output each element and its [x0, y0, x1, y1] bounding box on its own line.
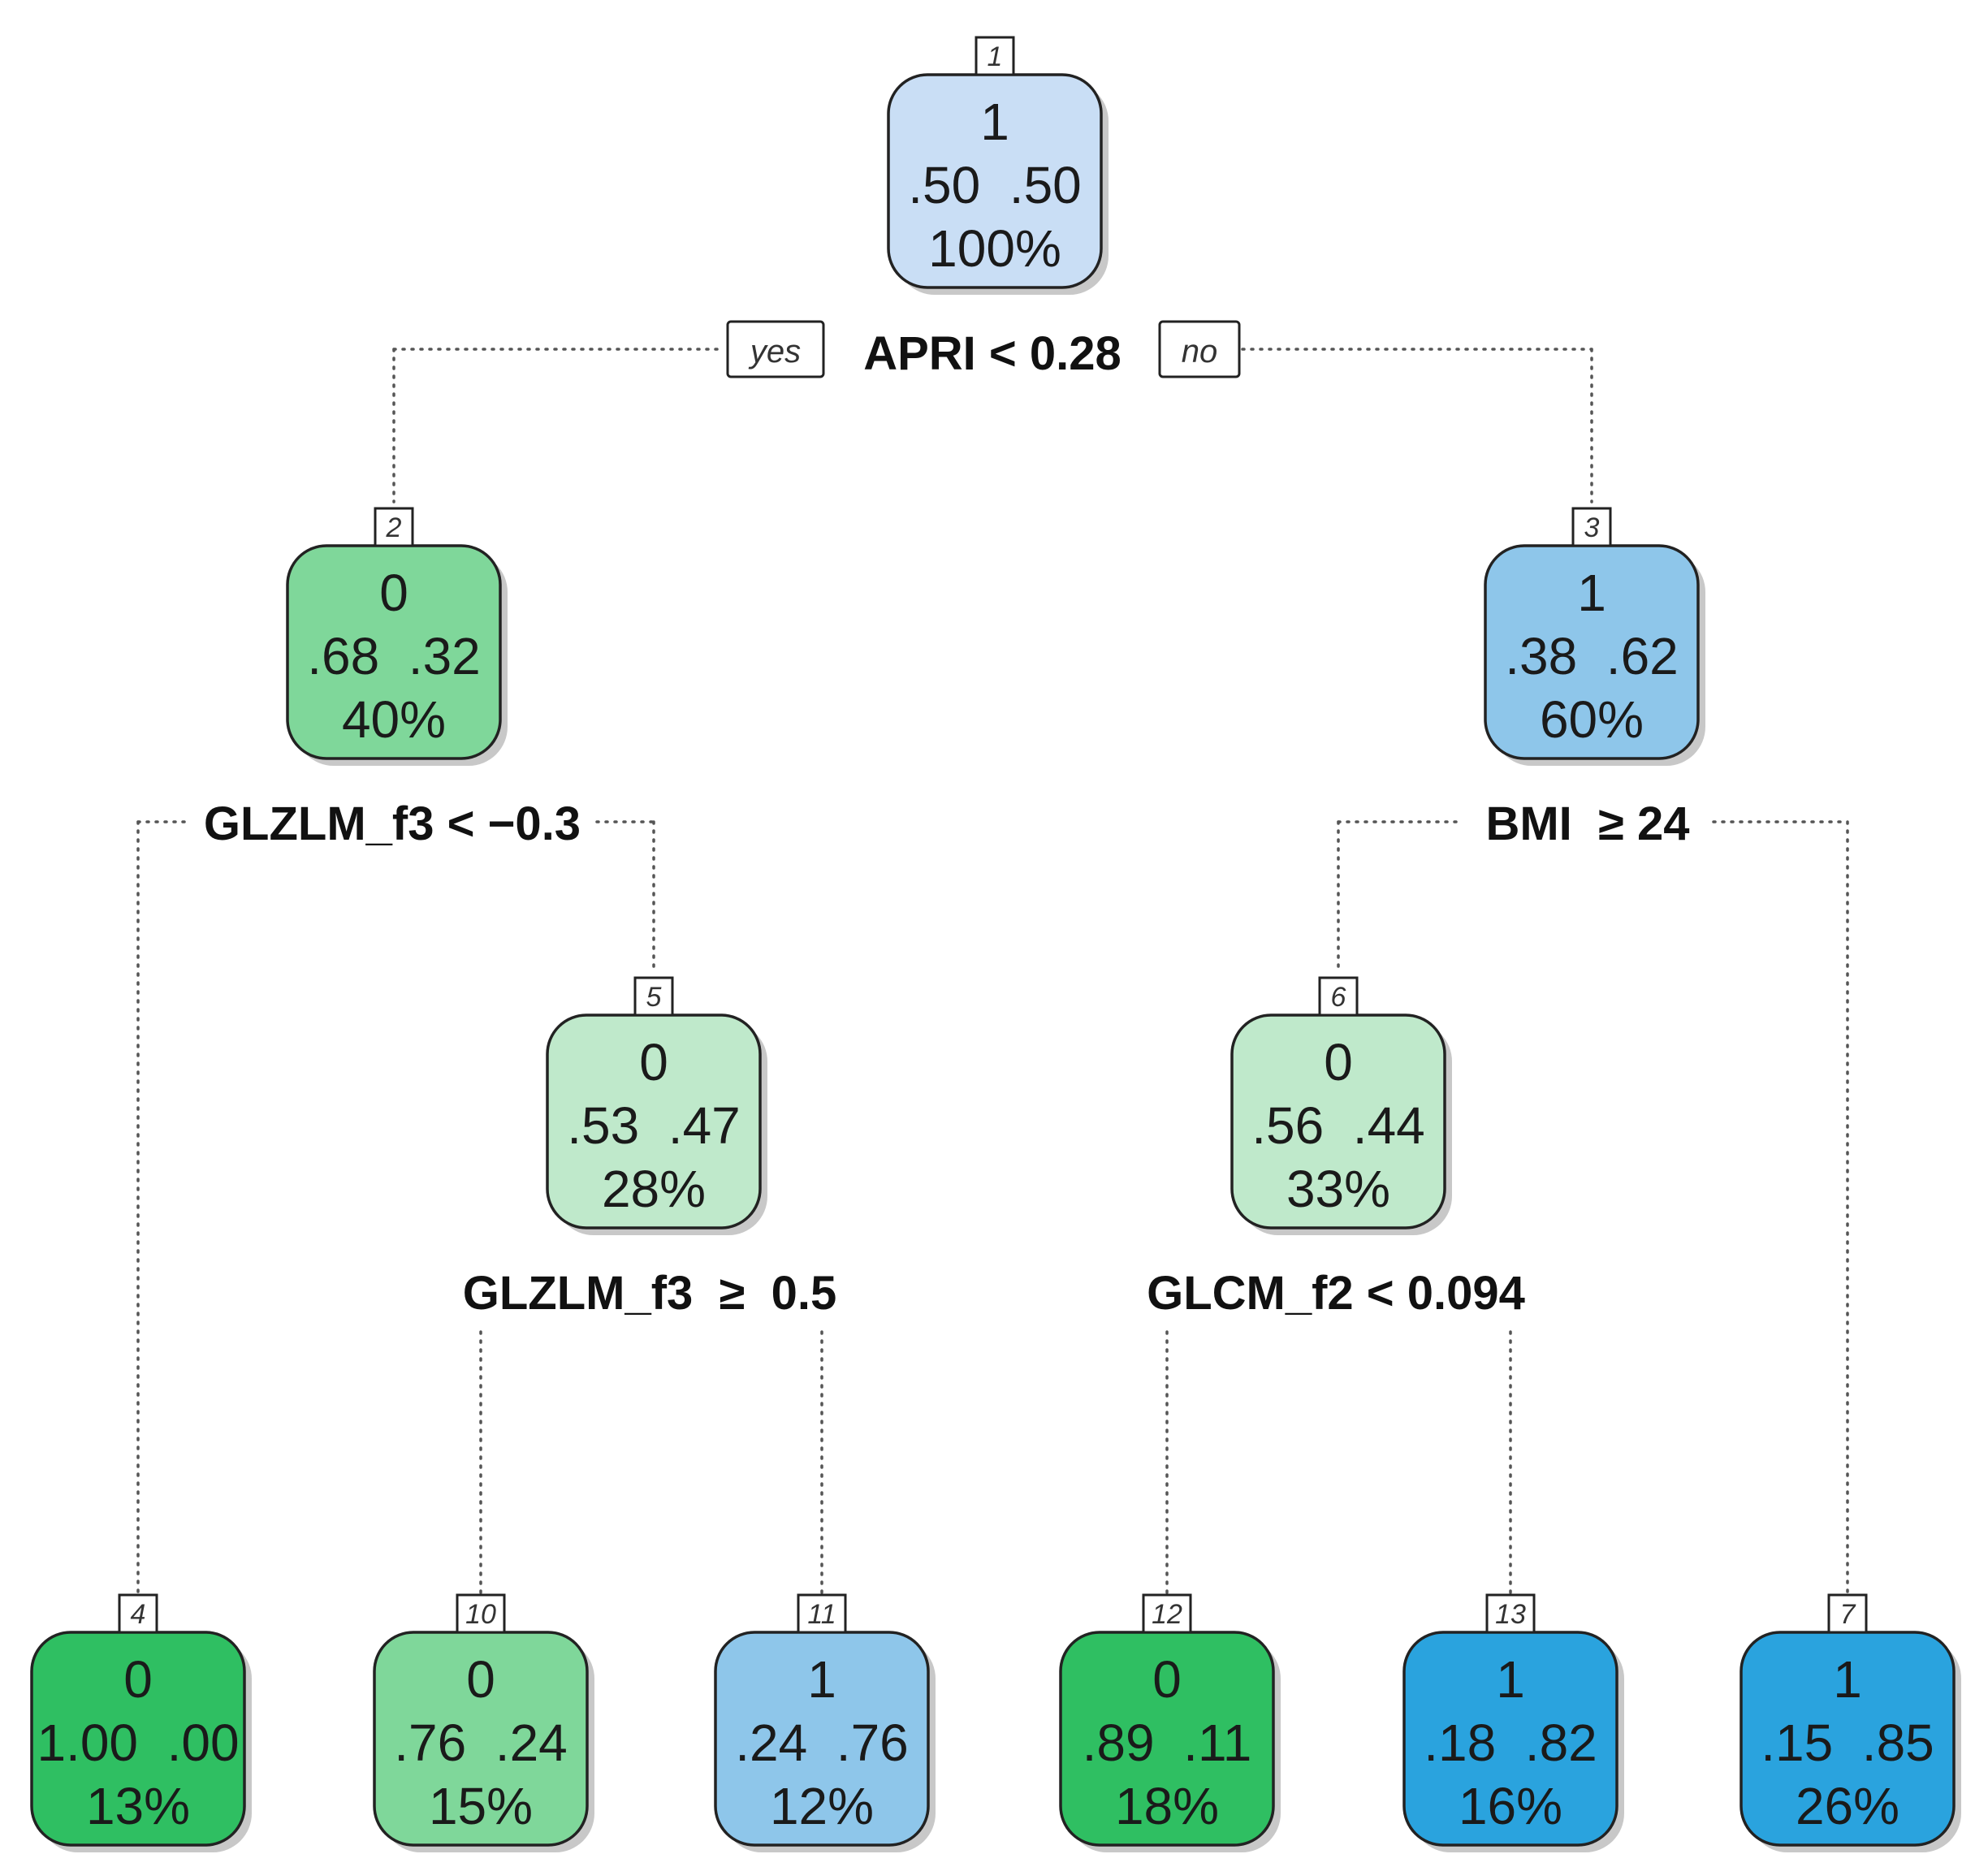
- node-id-label: 5: [646, 982, 662, 1013]
- node-percentage: 18%: [1115, 1777, 1219, 1835]
- node-class-probabilities: .53 .47: [567, 1096, 741, 1155]
- node-id-box: [1142, 1593, 1192, 1634]
- node-id-label: 7: [1840, 1599, 1856, 1630]
- tree-edges: [136, 348, 1849, 1595]
- node-id-label: 12: [1152, 1599, 1182, 1630]
- node-id-label: 4: [131, 1599, 146, 1630]
- node-class-probabilities: .18 .82: [1424, 1714, 1597, 1772]
- node-predicted-class: 0: [379, 564, 408, 622]
- node-class-probabilities: .24 .76: [735, 1714, 909, 1772]
- node-predicted-class: 1: [980, 93, 1009, 151]
- node-predicted-class: 0: [1152, 1650, 1182, 1709]
- node-predicted-class: 1: [807, 1650, 836, 1709]
- node-percentage: 15%: [429, 1777, 533, 1835]
- node-id-box: [1571, 507, 1612, 547]
- node-id-label: 3: [1584, 512, 1600, 543]
- node-id-label: 10: [465, 1599, 496, 1630]
- node-predicted-class: 1: [1833, 1650, 1862, 1709]
- node-class-probabilities: .38 .62: [1505, 627, 1679, 685]
- node-id-box: [1318, 976, 1359, 1017]
- branch-label-yes: yes: [726, 320, 825, 378]
- node-id-label: 11: [807, 1599, 836, 1630]
- split-label-node-5: GLZLM_f3 ≥ 0.5: [463, 1267, 836, 1320]
- split-label-node-3: BMI ≥ 24: [1485, 797, 1689, 850]
- node-id-box: [456, 1593, 506, 1634]
- node-id-label: 13: [1495, 1599, 1526, 1630]
- branch-label-no-text: no: [1182, 334, 1218, 370]
- node-percentage: 28%: [602, 1160, 706, 1218]
- node-percentage: 12%: [770, 1777, 874, 1835]
- node-class-probabilities: 1.00 .00: [37, 1714, 239, 1772]
- node-predicted-class: 0: [466, 1650, 495, 1709]
- branch-label-yes-text: yes: [748, 334, 801, 370]
- node-predicted-class: 0: [123, 1650, 153, 1709]
- node-class-probabilities: .76 .24: [394, 1714, 568, 1772]
- split-label-node-1: APRI < 0.28: [863, 327, 1121, 380]
- split-label-node-2: GLZLM_f3 < −0.3: [204, 797, 581, 850]
- node-percentage: 33%: [1286, 1160, 1390, 1218]
- node-percentage: 16%: [1459, 1777, 1562, 1835]
- node-percentage: 100%: [928, 219, 1061, 278]
- node-id-label: 1: [988, 41, 1003, 72]
- node-class-probabilities: .89 .11: [1083, 1714, 1252, 1772]
- node-predicted-class: 1: [1496, 1650, 1525, 1709]
- branch-label-no: no: [1158, 320, 1241, 378]
- node-id-label: 6: [1331, 982, 1346, 1013]
- node-percentage: 26%: [1796, 1777, 1899, 1835]
- node-id-box: [118, 1593, 158, 1634]
- node-id-box: [797, 1593, 847, 1634]
- node-class-probabilities: .56 .44: [1251, 1096, 1425, 1155]
- node-class-probabilities: .15 .85: [1761, 1714, 1934, 1772]
- node-id-box: [1485, 1593, 1536, 1634]
- split-label-node-6: GLCM_f2 < 0.094: [1147, 1267, 1525, 1320]
- node-predicted-class: 0: [1324, 1033, 1353, 1091]
- node-id-box: [374, 507, 414, 547]
- node-id-box: [1827, 1593, 1868, 1634]
- node-predicted-class: 0: [639, 1033, 668, 1091]
- node-percentage: 13%: [86, 1777, 190, 1835]
- node-percentage: 60%: [1540, 690, 1644, 749]
- node-id-box: [975, 36, 1015, 76]
- node-id-label: 2: [386, 512, 402, 543]
- node-id-box: [633, 976, 674, 1017]
- node-class-probabilities: .50 .50: [908, 156, 1082, 214]
- node-predicted-class: 1: [1577, 564, 1606, 622]
- node-percentage: 40%: [342, 690, 446, 749]
- node-class-probabilities: .68 .32: [307, 627, 481, 685]
